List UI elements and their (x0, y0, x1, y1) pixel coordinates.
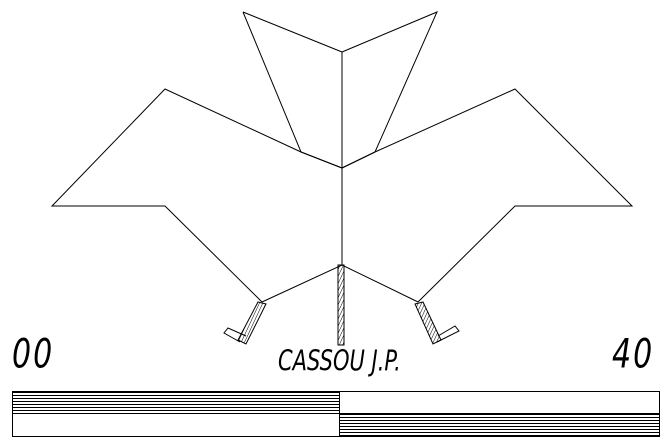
author-label: CASSOU J.P. (278, 345, 401, 378)
right-wing (341, 88, 634, 303)
right-foot (436, 325, 460, 343)
code-left-label: 00 (12, 331, 55, 379)
code-right-label: 40 (612, 331, 655, 379)
left-foot (223, 327, 247, 343)
tail-right-feather (341, 11, 438, 169)
tail-left-feather (242, 11, 343, 169)
bottom-bar-hatched-half (340, 414, 659, 436)
top-color-bar (12, 391, 660, 414)
center-leg (337, 264, 345, 346)
top-bar-divider (339, 392, 340, 413)
left-wing (50, 88, 343, 303)
bottom-color-bar (12, 414, 660, 437)
top-bar-hatched-half (13, 392, 339, 413)
left-leg (237, 301, 267, 345)
right-leg (414, 301, 442, 345)
bottom-bar-divider (339, 414, 340, 436)
